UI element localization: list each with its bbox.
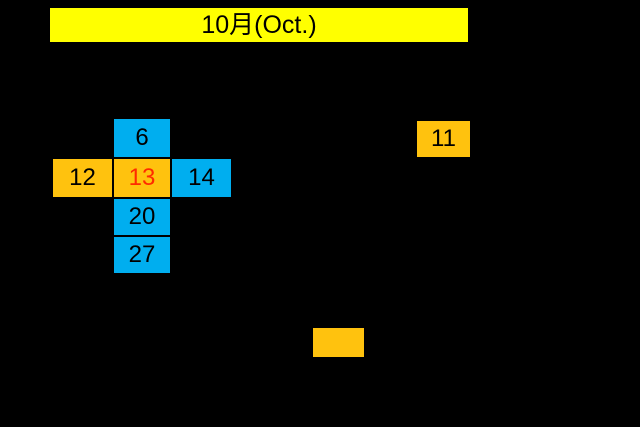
date-cell-bottom[interactable]: 27 [113, 236, 171, 274]
date-label: 20 [128, 203, 156, 230]
date-cell-top[interactable]: 6 [113, 118, 171, 158]
date-label: 27 [128, 241, 156, 268]
date-cell-right[interactable]: 14 [171, 158, 232, 198]
date-cell-center-highlighted[interactable]: 13 [113, 158, 171, 198]
date-cell-left[interactable]: 12 [52, 158, 113, 198]
date-label: 12 [69, 164, 96, 191]
date-label: 14 [188, 164, 215, 191]
date-cell-standalone[interactable]: 11 [417, 121, 470, 157]
date-label: 6 [135, 124, 149, 151]
date-label: 11 [431, 125, 456, 152]
page-title: 10月(Oct.) [201, 10, 317, 39]
date-label: 13 [128, 164, 156, 191]
empty-amber-marker[interactable] [313, 328, 364, 357]
date-cell-below[interactable]: 20 [113, 198, 171, 236]
month-title-bar: 10月(Oct.) [50, 8, 468, 42]
